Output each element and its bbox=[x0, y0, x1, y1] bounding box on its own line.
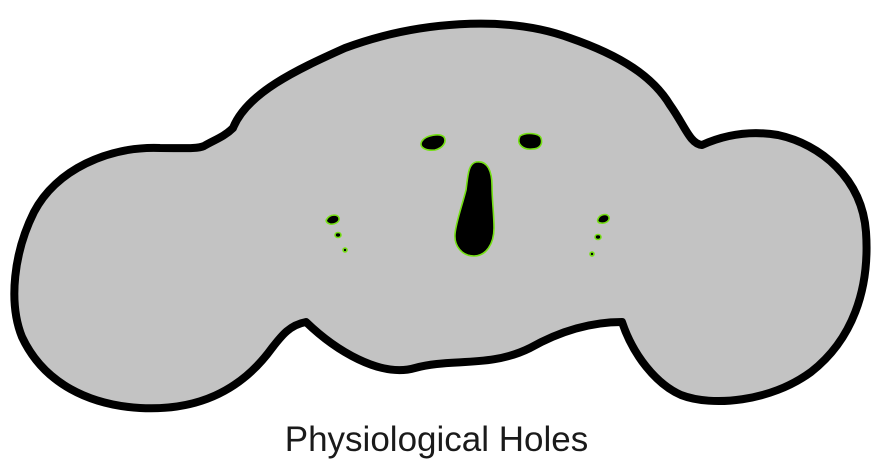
diagram-caption: Physiological Holes bbox=[0, 420, 873, 460]
hole-upper-right bbox=[519, 134, 542, 150]
tissue-outline bbox=[14, 24, 866, 409]
hole-left-2 bbox=[335, 233, 341, 238]
hole-left-1 bbox=[326, 215, 339, 224]
hole-right-1 bbox=[598, 215, 610, 224]
hole-left-3 bbox=[343, 248, 347, 252]
hole-right-2 bbox=[595, 235, 601, 240]
hole-right-3 bbox=[590, 252, 594, 256]
